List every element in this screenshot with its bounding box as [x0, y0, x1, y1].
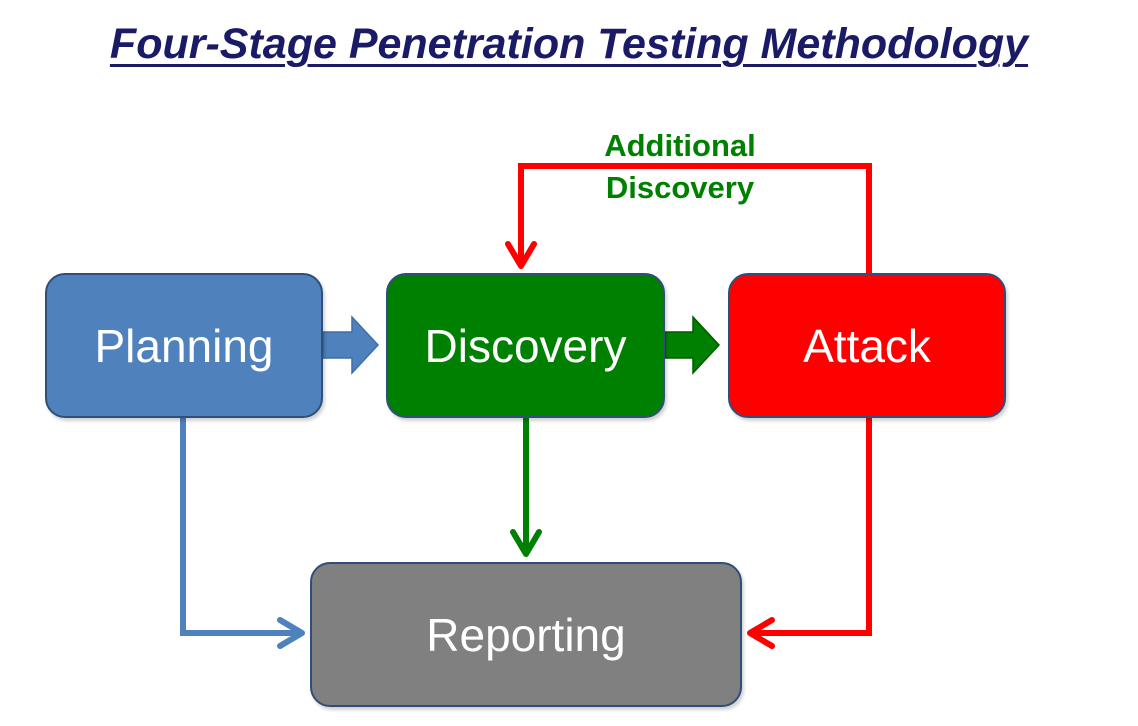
attack-stage-label: Attack — [803, 319, 931, 372]
planning-stage-box: Planning — [45, 273, 323, 418]
arrowhead-into-discovery — [505, 241, 537, 269]
discovery-stage-label: Discovery — [424, 319, 627, 372]
additional-discovery-label: Additional Discovery — [560, 125, 800, 209]
arrow-planning-to-reporting — [180, 418, 300, 636]
diagram-title: Four-Stage Penetration Testing Methodolo… — [109, 20, 1029, 68]
attack-stage-box: Attack — [728, 273, 1006, 418]
arrow-discovery-to-attack — [664, 315, 721, 375]
arrow-attack-to-reporting — [752, 418, 872, 636]
arrow-planning-to-discovery — [322, 315, 380, 375]
discovery-stage-box: Discovery — [386, 273, 665, 418]
arrowhead-attack-into-reporting — [747, 617, 775, 649]
arrow-attack-to-discovery-loop — [518, 163, 872, 273]
reporting-stage-box: Reporting — [310, 562, 742, 707]
reporting-stage-label: Reporting — [426, 608, 626, 661]
arrowhead-planning-into-reporting — [277, 617, 305, 649]
feedback-label-line2: Discovery — [605, 170, 755, 205]
feedback-label-line1: Additional — [604, 128, 756, 163]
arrowhead-discovery-into-reporting — [510, 529, 542, 557]
planning-stage-label: Planning — [94, 319, 274, 372]
